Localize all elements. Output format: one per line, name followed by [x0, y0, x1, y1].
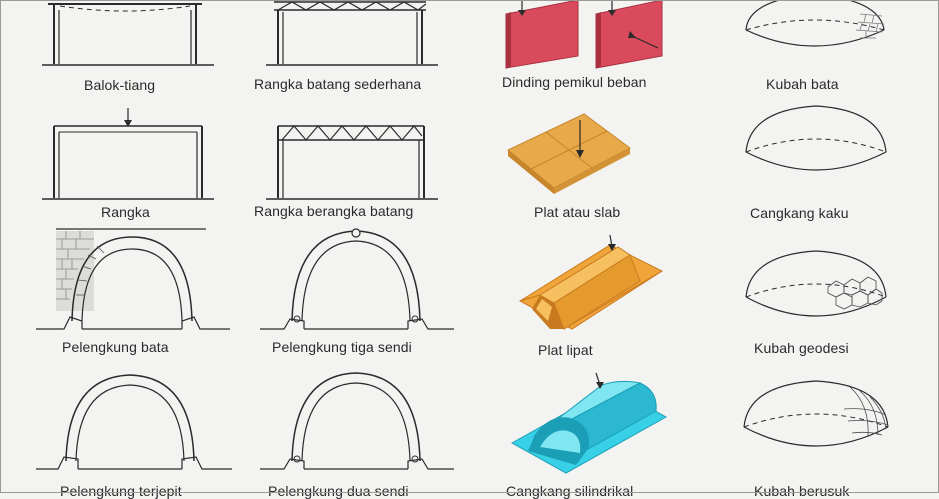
- kubah-geodesi-figure: Kubah geodesi: [710, 225, 939, 365]
- dinding-pemikul-beban-figure: Dinding pemikul beban: [480, 0, 710, 100]
- caption-pelengkung-terjepit: Pelengkung terjepit: [60, 483, 182, 499]
- cangkang-kaku-figure: Cangkang kaku: [710, 100, 939, 225]
- cangkang-silindrikal-figure: Cangkang silindrikal: [480, 365, 710, 499]
- dinding-pemikul-beban-drawing: [505, 0, 663, 69]
- balok-tiang-figure: Balok-tiang: [0, 0, 240, 100]
- pelengkung-tiga-sendi-drawing: [260, 228, 454, 330]
- kubah-berusuk-drawing: [743, 380, 889, 447]
- rangka-berangka-batang-figure: Rangka berangka batang: [240, 100, 480, 225]
- pelengkung-bata-drawing: [36, 228, 230, 330]
- rangka-berangka-batang-drawing: [266, 125, 438, 200]
- caption-kubah-geodesi: Kubah geodesi: [754, 340, 849, 356]
- plat-atau-slab-drawing: [507, 113, 631, 194]
- cangkang-silindrikal-drawing: [510, 372, 668, 474]
- pelengkung-tiga-sendi-figure: Pelengkung tiga sendi: [240, 225, 480, 365]
- cangkang-kaku-drawing: [745, 105, 887, 171]
- kubah-bata-drawing: [745, 0, 885, 47]
- rangka-batang-sederhana-drawing: [266, 1, 438, 66]
- rangka-drawing: [42, 108, 214, 200]
- caption-pelengkung-bata: Pelengkung bata: [62, 339, 169, 355]
- caption-dinding-pemikul-beban: Dinding pemikul beban: [502, 74, 647, 90]
- caption-rangka-batang-sederhana: Rangka batang sederhana: [254, 76, 422, 92]
- caption-pelengkung-dua-sendi: Pelengkung dua sendi: [268, 483, 409, 499]
- kubah-berusuk-figure: Kubah berusuk: [710, 365, 939, 499]
- caption-rangka: Rangka: [101, 204, 150, 220]
- pelengkung-terjepit-drawing: [36, 374, 232, 470]
- plat-atau-slab-figure: Plat atau slab: [480, 100, 710, 225]
- plat-lipat-drawing: [519, 234, 664, 330]
- plat-lipat-figure: Plat lipat: [480, 225, 710, 365]
- pelengkung-dua-sendi-drawing: [260, 372, 454, 470]
- caption-plat-lipat: Plat lipat: [538, 342, 593, 358]
- caption-kubah-bata: Kubah bata: [766, 76, 839, 92]
- caption-plat-atau-slab: Plat atau slab: [534, 204, 621, 220]
- kubah-geodesi-drawing: [745, 250, 887, 317]
- kubah-bata-figure: Kubah bata: [710, 0, 939, 100]
- caption-kubah-berusuk: Kubah berusuk: [754, 483, 850, 499]
- rangka-figure: Rangka: [0, 100, 240, 225]
- pelengkung-terjepit-figure: Pelengkung terjepit: [0, 365, 240, 499]
- balok-tiang-drawing: [42, 3, 214, 66]
- caption-cangkang-silindrikal: Cangkang silindrikal: [506, 483, 634, 499]
- caption-balok-tiang: Balok-tiang: [84, 77, 156, 93]
- pelengkung-bata-figure: Pelengkung bata: [0, 225, 240, 365]
- caption-rangka-berangka-batang: Rangka berangka batang: [254, 203, 414, 219]
- caption-cangkang-kaku: Cangkang kaku: [750, 205, 849, 221]
- caption-pelengkung-tiga-sendi: Pelengkung tiga sendi: [272, 339, 412, 355]
- pelengkung-dua-sendi-figure: Pelengkung dua sendi: [240, 365, 480, 499]
- rangka-batang-sederhana-figure: Rangka batang sederhana: [240, 0, 480, 100]
